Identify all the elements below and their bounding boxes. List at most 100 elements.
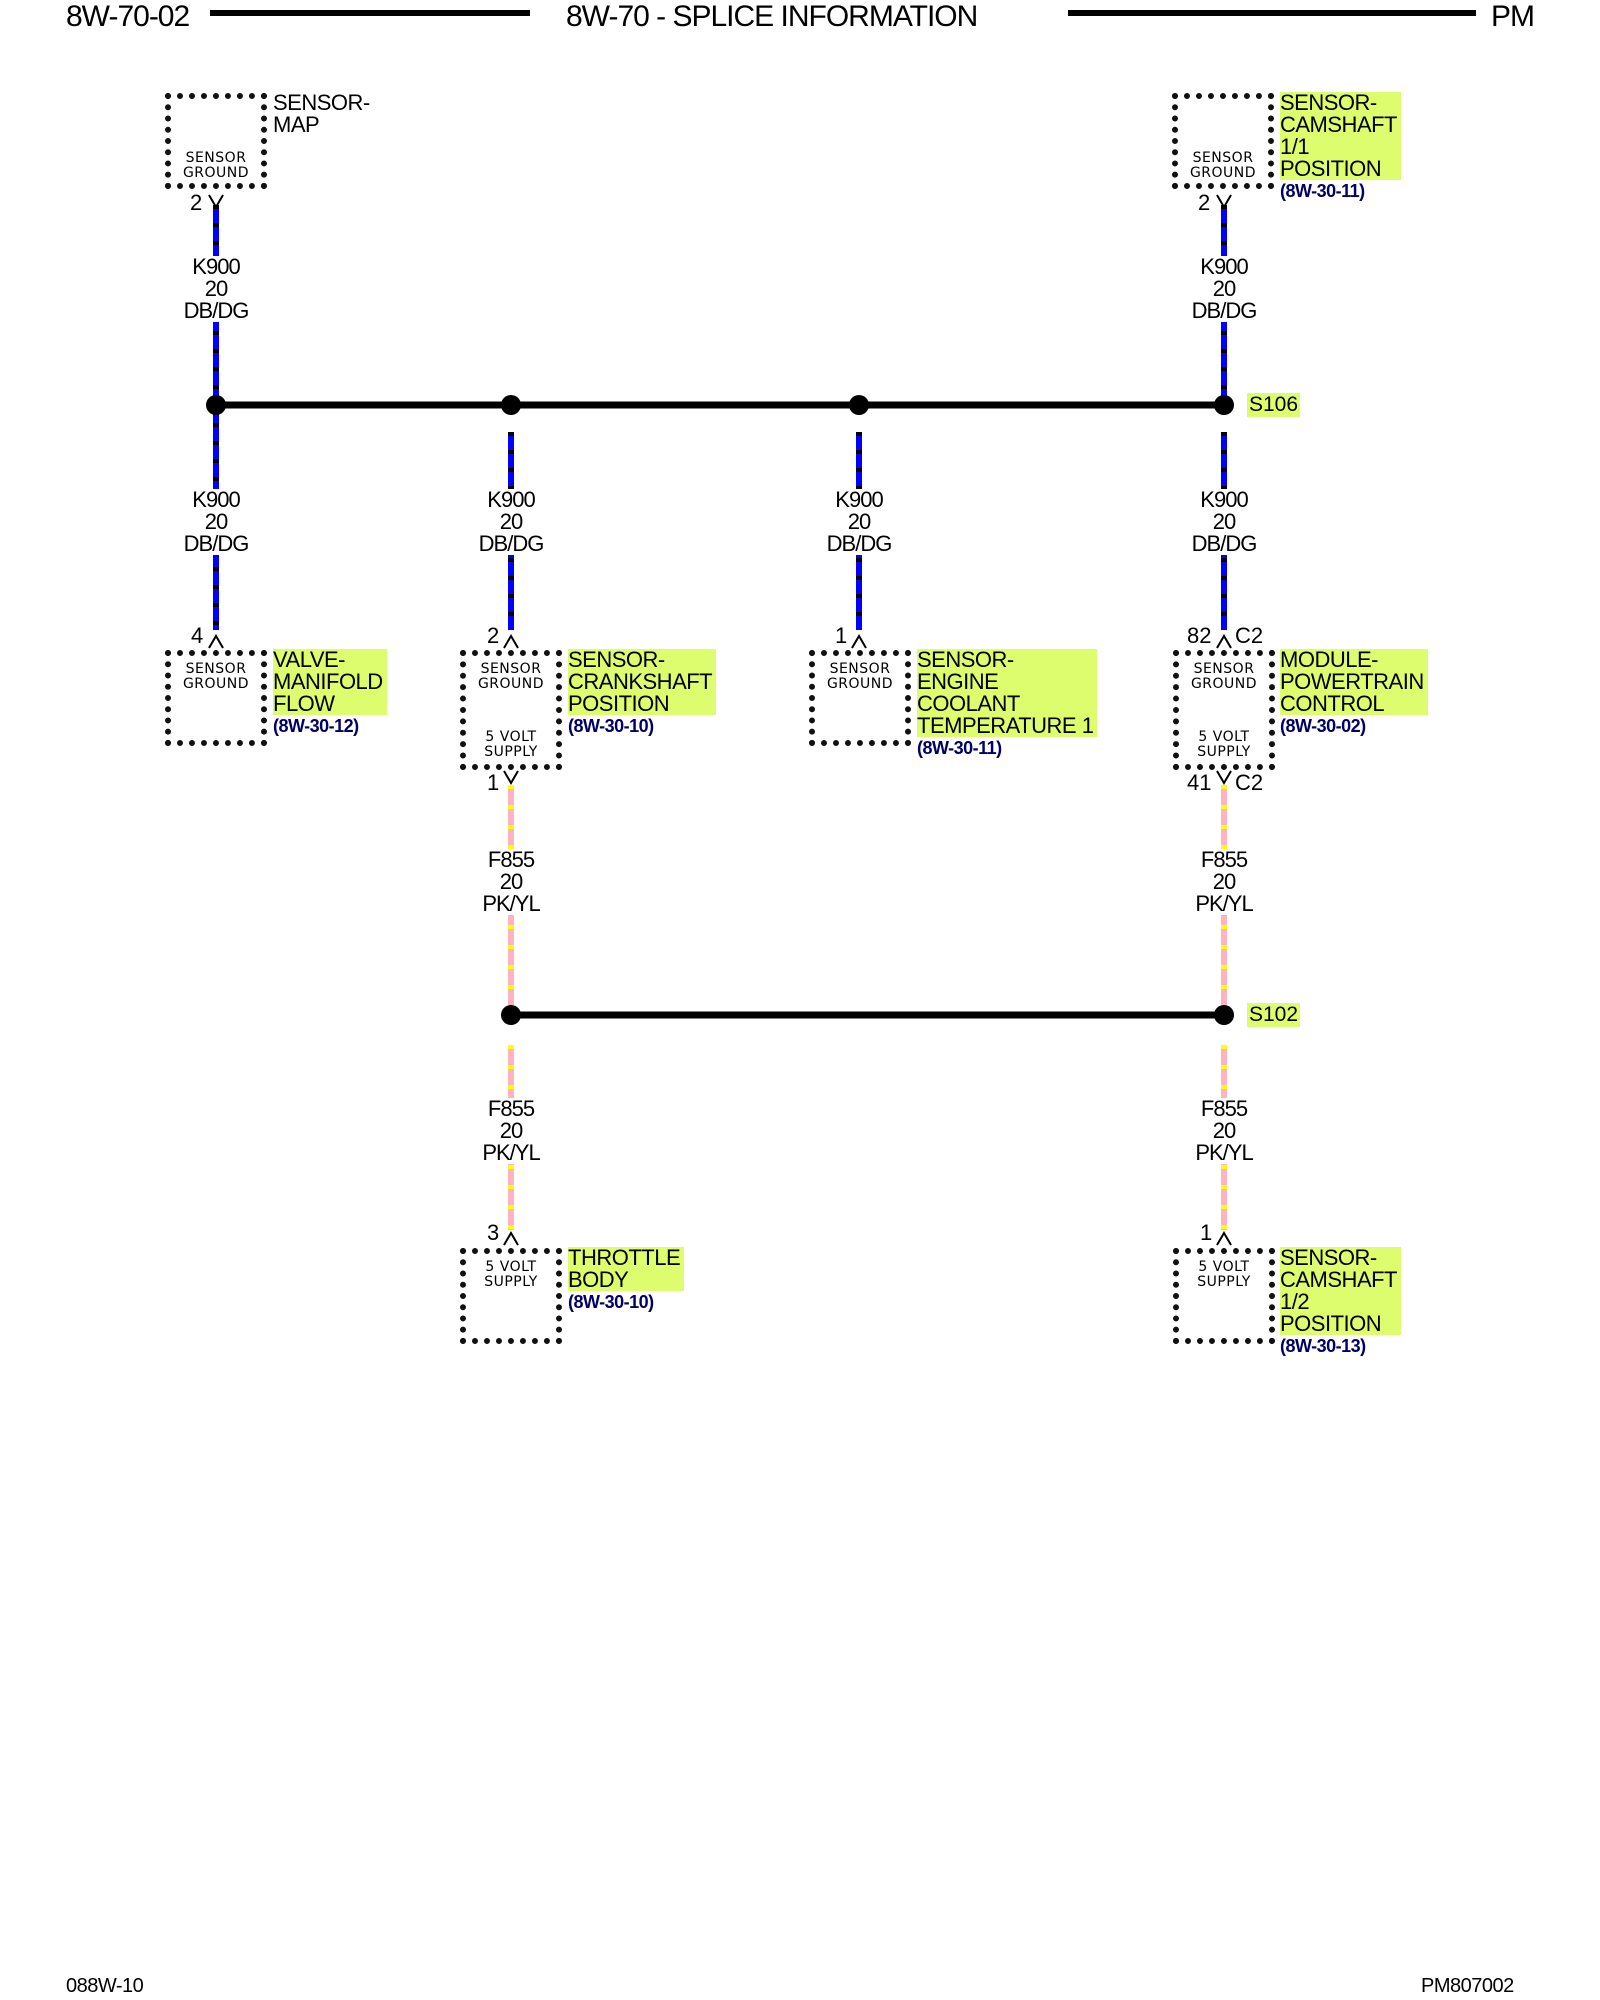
wire-circuit: K900 xyxy=(1179,489,1269,511)
sensor-crankshaft-top-pin: 2 xyxy=(487,623,500,648)
sensor-camshaft-1-1-pin: 2 xyxy=(1198,190,1211,215)
wire-label-cam12-f855: F855 20 PK/YL xyxy=(1179,1098,1269,1164)
sensor-map-label: SENSOR- MAP xyxy=(273,92,370,136)
wire-color: DB/DG xyxy=(814,533,904,555)
sensor-camshaft-1-1-label: SENSOR- CAMSHAFT 1/1 POSITION (8W-30-11) xyxy=(1280,92,1401,202)
wire-label-map-k900: K900 20 DB/DG xyxy=(171,256,261,322)
wire-label-ect-k900: K900 20 DB/DG xyxy=(814,489,904,555)
ect-connector-chevron xyxy=(851,634,867,649)
throttle-body-connector: 5 VOLT SUPPLY xyxy=(460,1248,562,1344)
wire-label-iac-k900: K900 20 DB/DG xyxy=(171,489,261,555)
wire-gauge: 20 xyxy=(1179,278,1269,300)
five-volt-supply-pin-label: 5 VOLT SUPPLY xyxy=(484,729,538,760)
wire-gauge: 20 xyxy=(1179,1120,1269,1142)
wire-label-ckp-f855: F855 20 PK/YL xyxy=(466,849,556,915)
splice-s106-bus xyxy=(206,395,1234,415)
schematic-reference-link[interactable]: (8W-30-13) xyxy=(1280,1336,1366,1356)
wire-color: DB/DG xyxy=(1179,533,1269,555)
schematic-reference-link[interactable]: (8W-30-11) xyxy=(917,738,1002,758)
wire-color: PK/YL xyxy=(466,893,556,915)
iac-connector-chevron xyxy=(208,634,224,649)
wire-circuit: K900 xyxy=(466,489,556,511)
pcm-bottom-pin: 41 xyxy=(1187,770,1212,795)
pcm-top-connector-chevron xyxy=(1216,634,1232,649)
wire-circuit: F855 xyxy=(1179,1098,1269,1120)
schematic-reference-link[interactable]: (8W-30-10) xyxy=(568,1292,654,1312)
wire-color: DB/DG xyxy=(1179,300,1269,322)
component-name: MODULE- POWERTRAIN CONTROL xyxy=(1280,649,1428,715)
wire-color: PK/YL xyxy=(1179,893,1269,915)
five-volt-supply-pin-label: 5 VOLT SUPPLY xyxy=(1197,729,1251,760)
map-connector-chevron xyxy=(208,194,224,209)
splice-label-s106: S106 xyxy=(1247,393,1301,417)
schematic-reference-link[interactable]: (8W-30-12) xyxy=(273,716,359,736)
sensor-camshaft-1-1-connector: SENSOR GROUND xyxy=(1172,93,1274,189)
splice-label-s102: S102 xyxy=(1247,1003,1301,1027)
wire-gauge: 20 xyxy=(466,1120,556,1142)
wire-circuit: F855 xyxy=(466,849,556,871)
wire-circuit: K900 xyxy=(1179,256,1269,278)
splice-s102-bus xyxy=(501,1005,1234,1025)
pcm-top-pin: 82 xyxy=(1187,623,1212,648)
footer-right-code: PM807002 xyxy=(1421,1975,1514,1997)
wire-gauge: 20 xyxy=(814,511,904,533)
k900-wires xyxy=(213,205,1227,630)
wire-label-cam11-k900: K900 20 DB/DG xyxy=(1179,256,1269,322)
wire-circuit: K900 xyxy=(171,489,261,511)
wire-circuit: K900 xyxy=(814,489,904,511)
valve-manifold-flow-connector: SENSOR GROUND xyxy=(165,650,267,746)
five-volt-supply-pin-label: 5 VOLT SUPPLY xyxy=(484,1259,538,1290)
sensor-ground-pin-label: SENSOR GROUND xyxy=(1190,661,1258,692)
component-name: SENSOR- MAP xyxy=(273,90,370,137)
sensor-camshaft-1-2-pin: 1 xyxy=(1200,1220,1213,1245)
component-name: SENSOR- CAMSHAFT 1/1 POSITION xyxy=(1280,92,1401,180)
sensor-ground-pin-label: SENSOR GROUND xyxy=(826,661,894,692)
component-name: SENSOR- CAMSHAFT 1/2 POSITION xyxy=(1280,1247,1401,1335)
wire-label-ckp-k900: K900 20 DB/DG xyxy=(466,489,556,555)
wire-gauge: 20 xyxy=(466,871,556,893)
sensor-coolant-temp-pin: 1 xyxy=(835,623,848,648)
schematic-reference-link[interactable]: (8W-30-02) xyxy=(1280,716,1366,736)
wire-label-pcm-k900: K900 20 DB/DG xyxy=(1179,489,1269,555)
header-rule-left xyxy=(210,10,530,16)
footer-left-code: 088W-10 xyxy=(66,1975,144,1997)
five-volt-supply-pin-label: 5 VOLT SUPPLY xyxy=(1197,1259,1251,1290)
page-code: 8W-70-02 xyxy=(66,0,190,33)
cam11-connector-chevron xyxy=(1216,194,1232,209)
wire-gauge: 20 xyxy=(466,511,556,533)
sensor-ground-pin-label: SENSOR GROUND xyxy=(1189,150,1257,181)
sensor-coolant-temp-connector: SENSOR GROUND xyxy=(809,650,911,746)
wire-gauge: 20 xyxy=(171,511,261,533)
ckp-bottom-connector-chevron xyxy=(503,770,519,785)
schematic-reference-link[interactable]: (8W-30-11) xyxy=(1280,181,1365,201)
pcm-bottom-connector-chevron xyxy=(1216,770,1232,785)
valve-manifold-flow-label: VALVE- MANIFOLD FLOW (8W-30-12) xyxy=(273,649,387,737)
pcm-label: MODULE- POWERTRAIN CONTROL (8W-30-02) xyxy=(1280,649,1428,737)
wire-circuit: K900 xyxy=(171,256,261,278)
schematic-reference-link[interactable]: (8W-30-10) xyxy=(568,716,654,736)
component-name: SENSOR- CRANKSHAFT POSITION xyxy=(568,649,717,715)
wire-gauge: 20 xyxy=(1179,871,1269,893)
component-name: VALVE- MANIFOLD FLOW xyxy=(273,649,387,715)
wire-label-tb-f855: F855 20 PK/YL xyxy=(466,1098,556,1164)
valve-manifold-flow-pin: 4 xyxy=(191,623,204,648)
throttle-body-pin: 3 xyxy=(487,1220,500,1245)
component-name: THROTTLE BODY xyxy=(568,1247,685,1291)
sensor-map-pin: 2 xyxy=(190,190,203,215)
sensor-ground-pin-label: SENSOR GROUND xyxy=(477,661,545,692)
pcm-connector: SENSOR GROUND 5 VOLT SUPPLY xyxy=(1173,650,1275,770)
pcm-top-connector-id: C2 xyxy=(1235,623,1264,648)
pcm-bottom-connector-id: C2 xyxy=(1235,770,1264,795)
sensor-camshaft-1-2-connector: 5 VOLT SUPPLY xyxy=(1173,1248,1275,1344)
wire-color: PK/YL xyxy=(1179,1142,1269,1164)
wire-color: DB/DG xyxy=(171,533,261,555)
wire-color: DB/DG xyxy=(466,533,556,555)
wire-gauge: 20 xyxy=(1179,511,1269,533)
page-title: 8W-70 - SPLICE INFORMATION xyxy=(566,0,978,33)
component-name: SENSOR- ENGINE COOLANT TEMPERATURE 1 xyxy=(917,649,1098,737)
f855-wires xyxy=(508,785,1227,1230)
throttle-body-label: THROTTLE BODY (8W-30-10) xyxy=(568,1247,685,1313)
sensor-ground-pin-label: SENSOR GROUND xyxy=(182,661,250,692)
cam12-connector-chevron xyxy=(1216,1231,1232,1246)
sensor-crankshaft-connector: SENSOR GROUND 5 VOLT SUPPLY xyxy=(460,650,562,770)
